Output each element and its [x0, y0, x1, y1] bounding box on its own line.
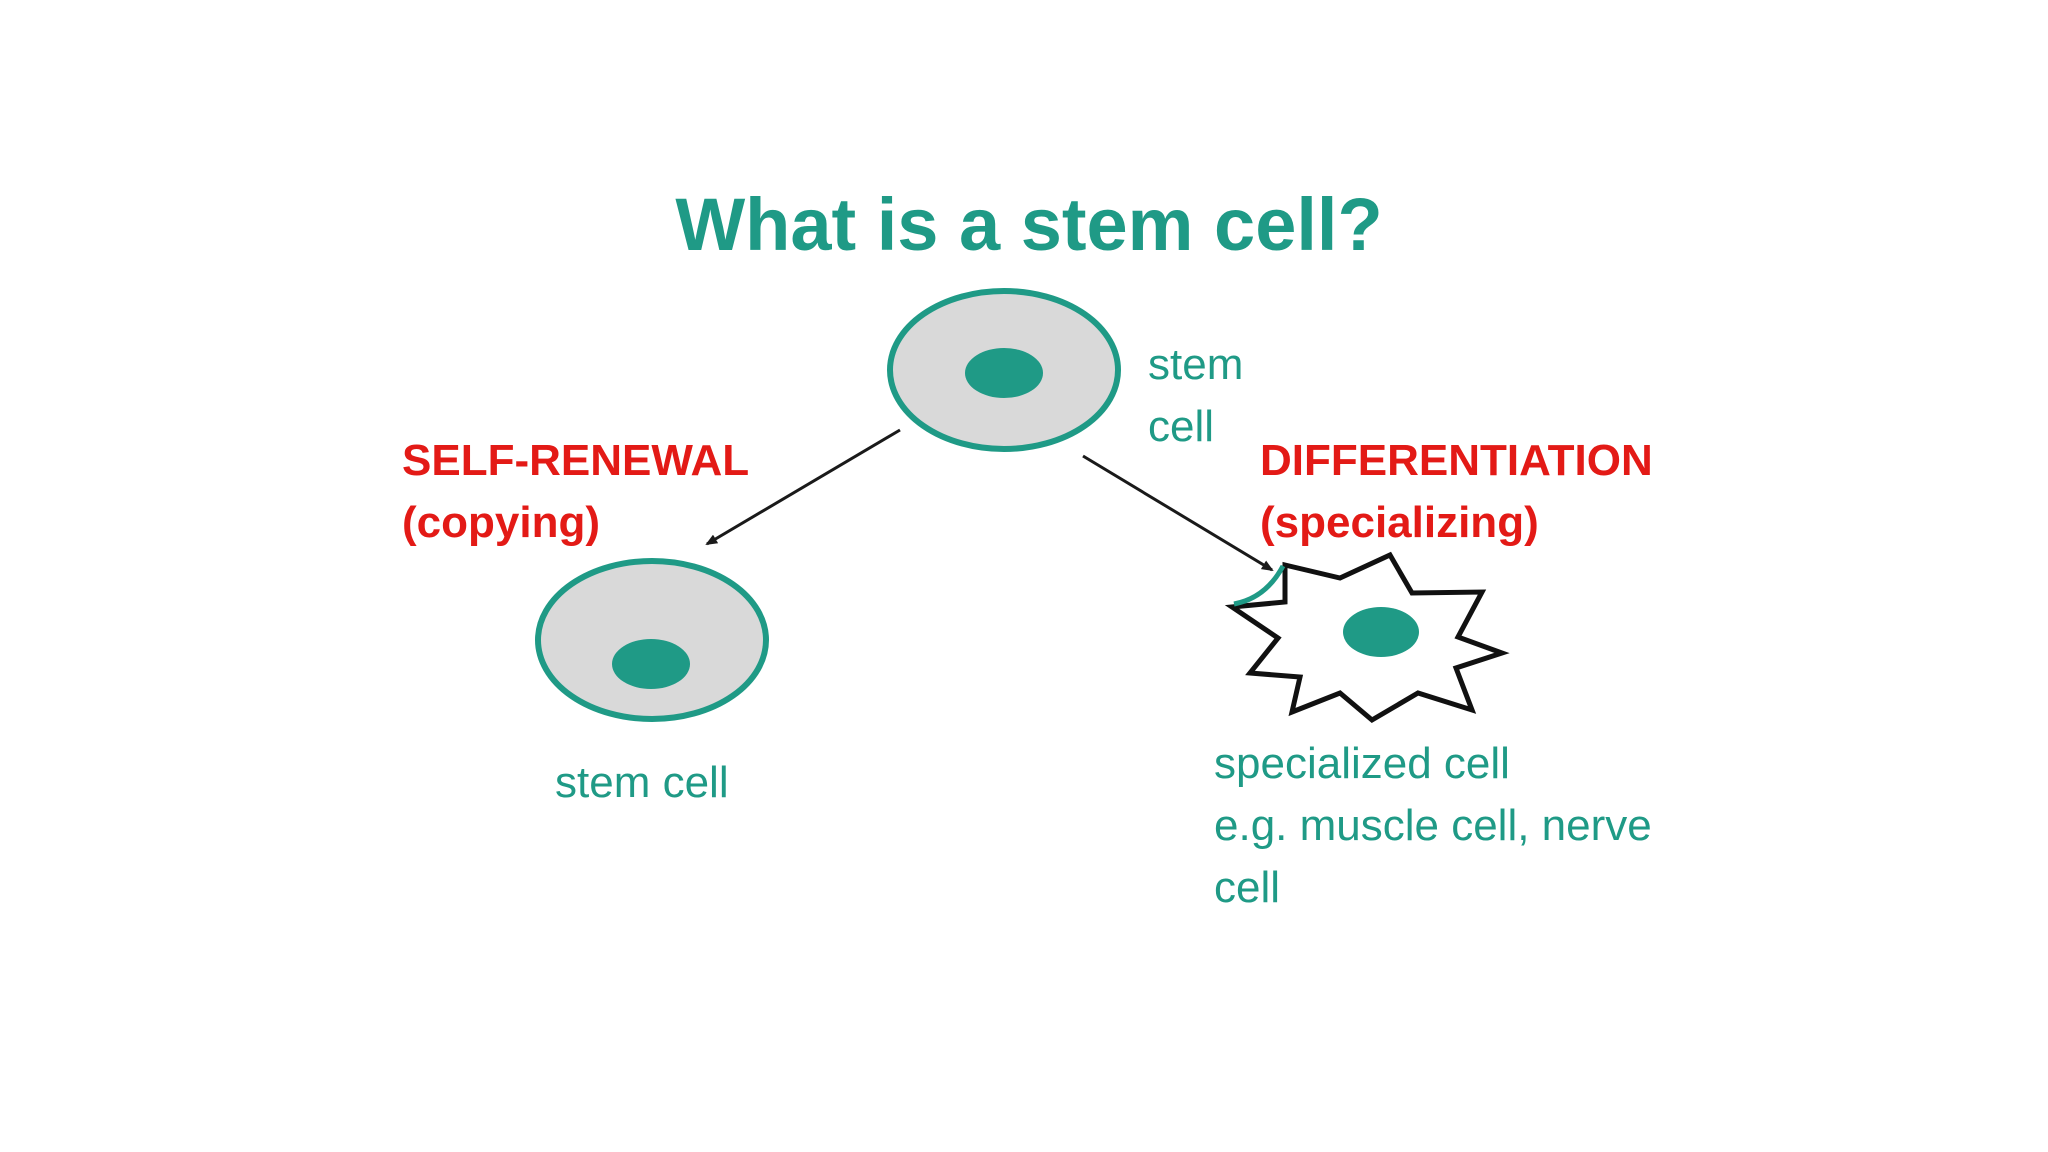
self-renewal-title: SELF-RENEWAL — [402, 436, 750, 485]
top-cell-label: stem cell — [1148, 334, 1243, 458]
specialized-label-line1: specialized cell — [1214, 739, 1510, 788]
differentiation-title: DIFFERENTIATION — [1260, 436, 1653, 485]
specialized-cell-nucleus — [1343, 607, 1419, 657]
top-stem-cell — [887, 288, 1121, 452]
top-stem-cell-nucleus — [965, 348, 1043, 398]
top-cell-label-line1: stem — [1148, 340, 1244, 389]
self-renewal-label: SELF-RENEWAL (copying) — [402, 430, 749, 554]
differentiation-label: DIFFERENTIATION (specializing) — [1260, 430, 1653, 554]
left-stem-cell-nucleus — [612, 639, 690, 689]
specialized-cell — [1224, 551, 1510, 724]
arrow-down-left-icon — [705, 428, 901, 546]
self-renewal-subtitle: (copying) — [402, 498, 600, 547]
specialized-label-line2: e.g. muscle cell, nerve — [1214, 801, 1652, 850]
differentiation-subtitle: (specializing) — [1260, 498, 1539, 547]
specialized-cell-label: specialized cell e.g. muscle cell, nerve… — [1214, 733, 1652, 919]
left-cell-label: stem cell — [555, 758, 729, 807]
left-stem-cell — [535, 558, 769, 722]
arrow-down-right-icon — [1082, 454, 1274, 572]
top-cell-label-line2: cell — [1148, 402, 1215, 451]
specialized-label-line3: cell — [1214, 863, 1281, 912]
specialized-cell-membrane-remnant — [1233, 564, 1286, 607]
page-title: What is a stem cell? — [675, 183, 1383, 266]
